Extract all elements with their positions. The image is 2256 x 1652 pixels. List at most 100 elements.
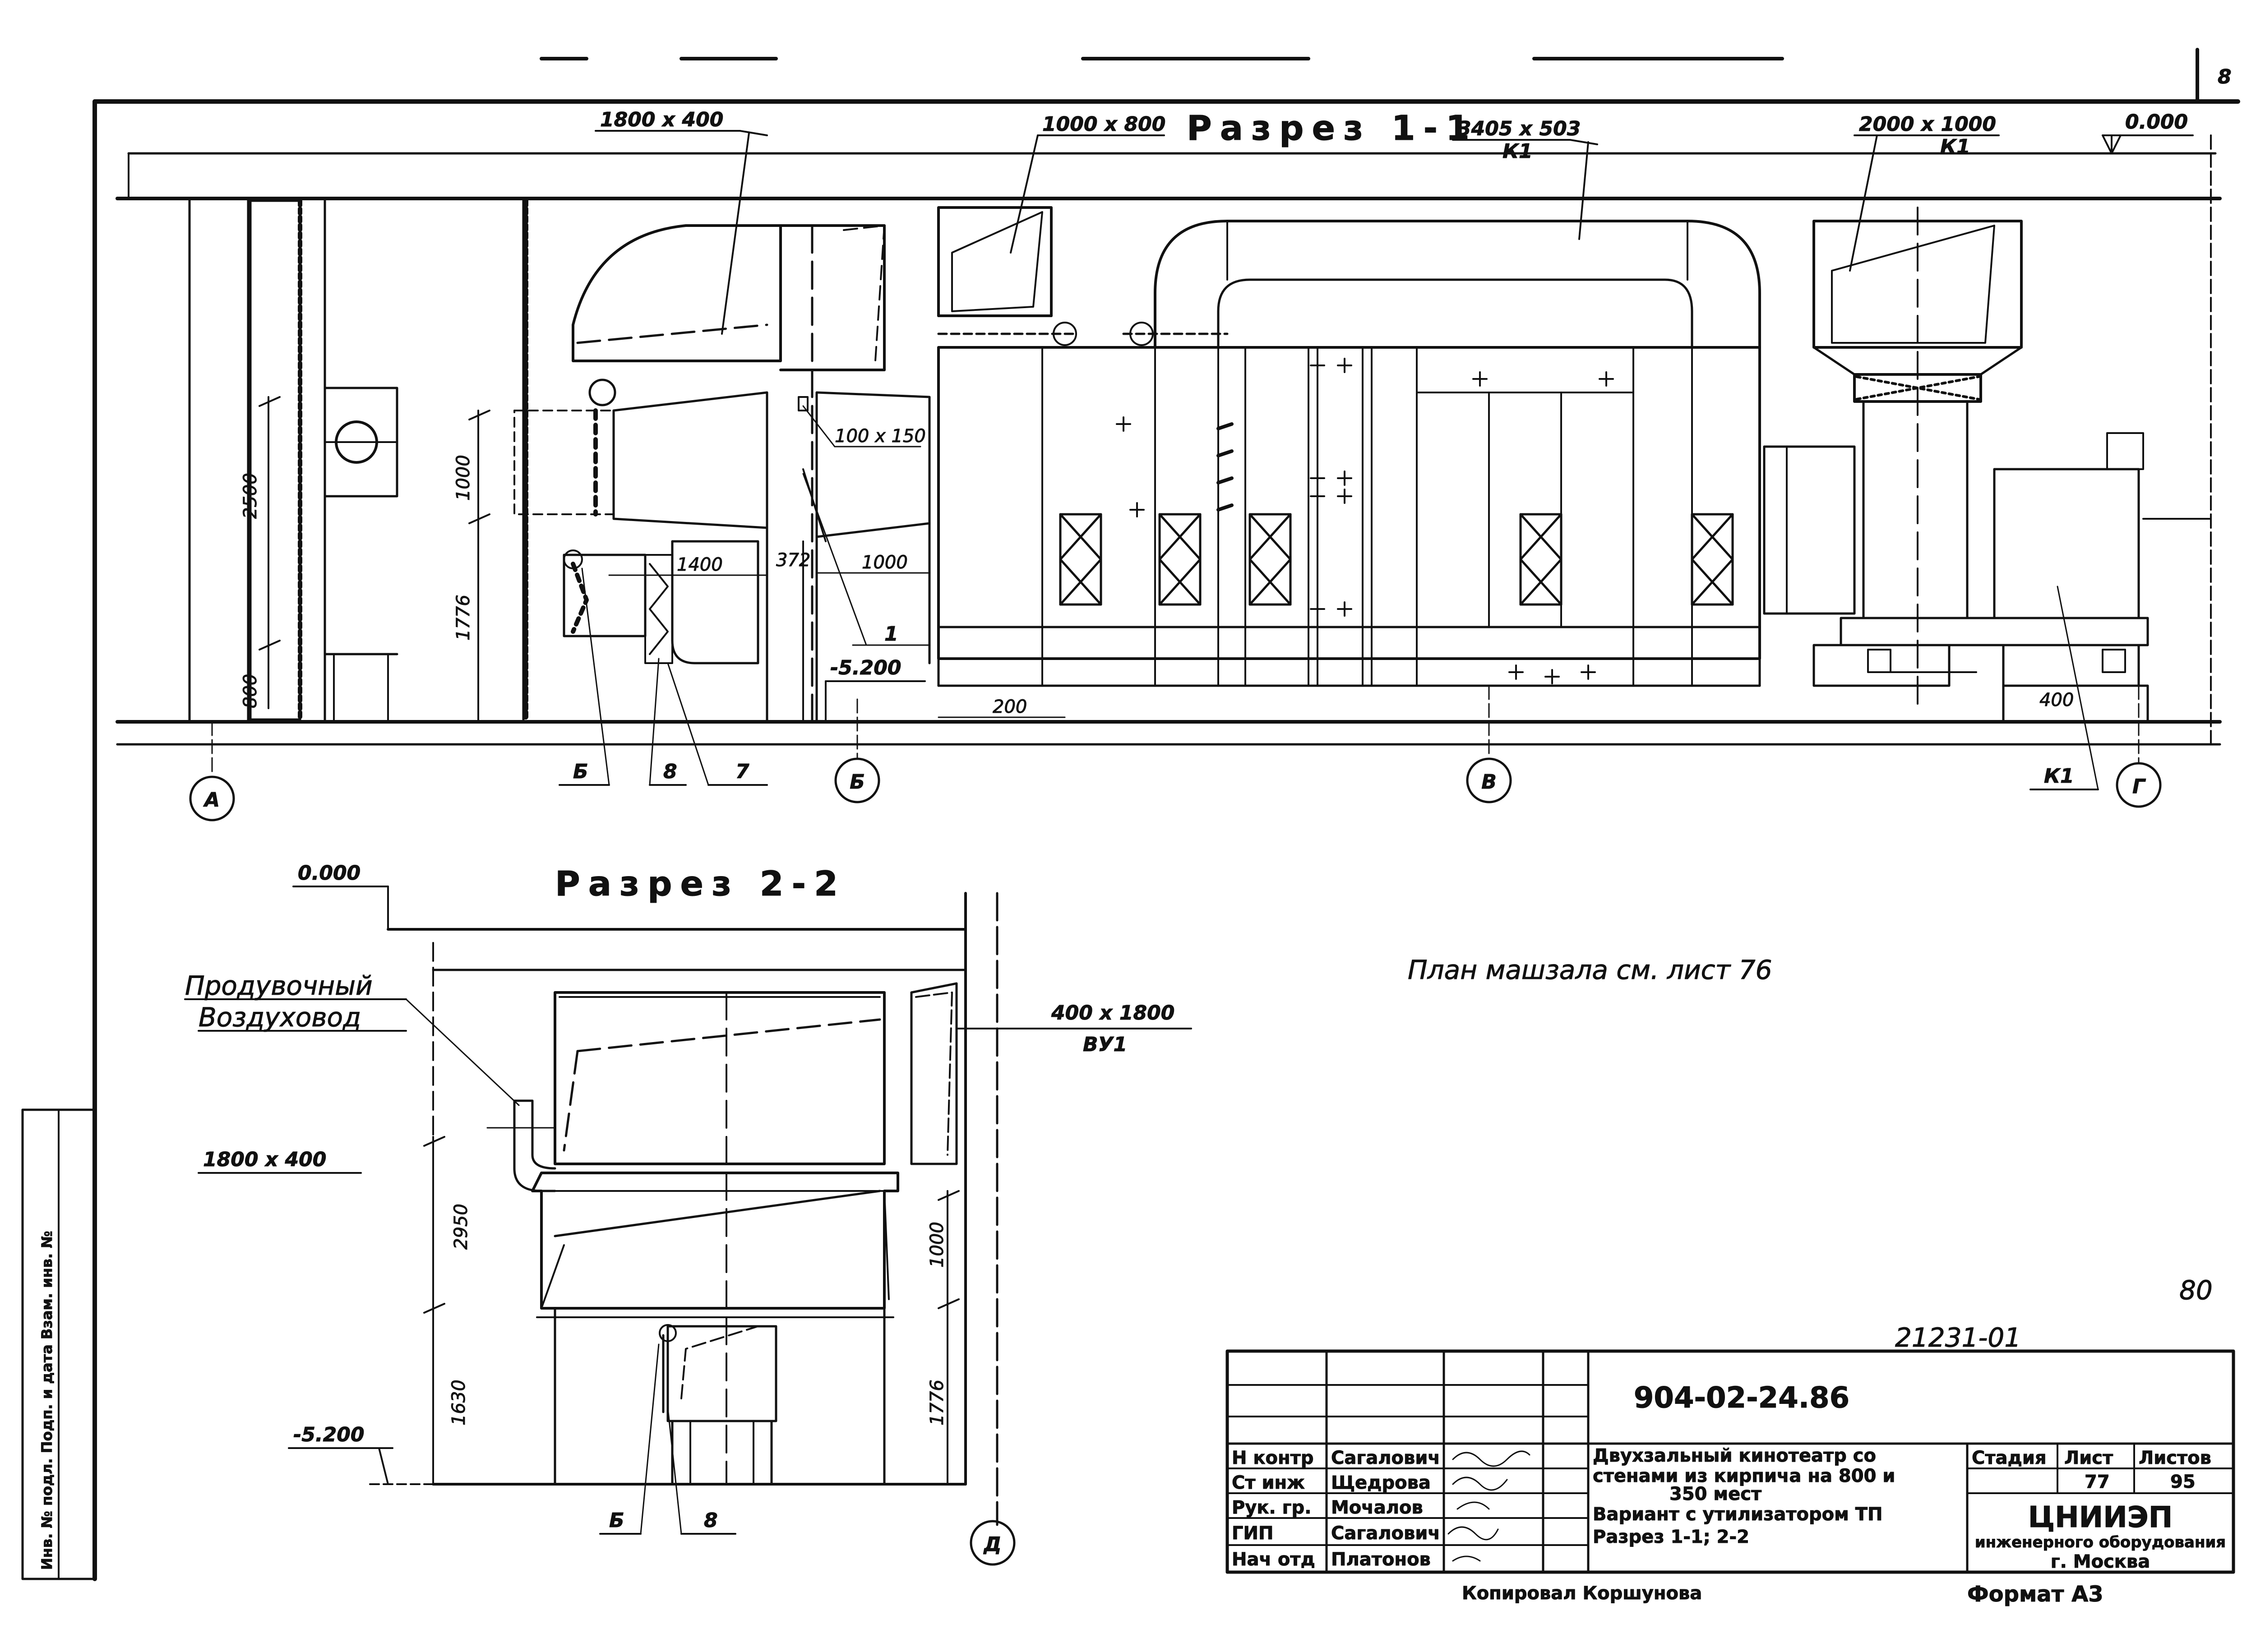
section-1-1-title: Разрез 1-1 <box>1187 108 1478 148</box>
signature-5 <box>1452 1555 1481 1562</box>
level-marker-top: 0.000 <box>2102 111 2194 154</box>
description-line-3: 350 мест <box>1669 1484 1762 1504</box>
sheets-value: 95 <box>2170 1472 2196 1492</box>
stage-label: Стадия <box>1972 1448 2047 1468</box>
axis-markers: А Б В Г <box>189 685 2162 821</box>
dim-1776: 1776 <box>453 595 474 641</box>
axis-v-label: В <box>1481 771 1497 794</box>
org-subtitle: инженерного оборудования <box>1975 1533 2226 1551</box>
callout-items-6-8-7: Б 8 7 <box>559 568 768 786</box>
axis-g-label: Г <box>2132 775 2146 798</box>
format-label: Формат А3 <box>1967 1582 2103 1607</box>
item-6-2-2-label: Б <box>609 1509 624 1532</box>
copied-by: Копировал Коршунова <box>1462 1583 1702 1604</box>
axis-bubble-a <box>189 775 235 821</box>
item-6-label: Б <box>573 760 588 783</box>
description-line-4: Вариант с утилизатором ТП <box>1593 1504 1883 1525</box>
name-row-5: Платонов <box>1331 1549 1431 1570</box>
left-dimensions: 2500 800 <box>240 396 281 709</box>
signature-rows: Н контр Сагалович Ст инж Щедрова Рук. гр… <box>1232 1448 1530 1570</box>
signature-4 <box>1447 1526 1499 1541</box>
description-line-5: Разрез 1-1; 2-2 <box>1593 1527 1749 1547</box>
axis-marker-2-2: Д <box>970 1520 1016 1566</box>
callout-1000x800-label: 1000 x 800 <box>1042 113 1165 136</box>
role-row-5: Нач отд <box>1232 1549 1315 1570</box>
duct-400x1800-sub: ВУ1 <box>1083 1033 1127 1056</box>
valve-circle-icon <box>588 378 616 406</box>
role-row-1: Н контр <box>1232 1448 1313 1468</box>
dim-1630: 1630 <box>448 1380 469 1426</box>
level-2-2-bottom-label: -5.200 <box>293 1423 364 1446</box>
duct-1800x400-2-2-label: 1800 x 400 <box>203 1148 326 1171</box>
item-1-label: 1 <box>884 623 898 646</box>
name-row-2: Щедрова <box>1331 1472 1431 1493</box>
duct-400x1800-label: 400 x 1800 <box>1051 1001 1174 1024</box>
callout-3405x503-sub: К1 <box>1502 140 1533 163</box>
callout-2-2-items: Б 8 <box>599 1343 736 1535</box>
level-marker-bottom: -5.200 <box>825 656 926 723</box>
axis-b-label: Б <box>850 771 865 794</box>
sheet-value: 77 <box>2085 1472 2110 1492</box>
drawing-code: 21231-01 <box>1895 1322 2021 1353</box>
section-2-2-dimensions: 2950 1630 1000 1776 <box>423 1136 960 1485</box>
dim-800: 800 <box>240 674 261 708</box>
dim-200-group: 200 <box>938 697 1066 718</box>
callout-k1-bottom: К1 <box>2029 586 2099 790</box>
level-2-2-top-label: 0.000 <box>298 862 361 885</box>
description-line-1: Двухзальный кинотеатр со <box>1593 1445 1876 1466</box>
level-bottom-label: -5.200 <box>830 656 901 679</box>
callout-duct-1800x400: 1800 x 400 <box>595 108 768 335</box>
callout-duct-1000x800: 1000 x 800 <box>1010 113 1166 254</box>
air-handling-unit <box>937 206 1761 687</box>
callout-2000x1000-label: 2000 x 1000 <box>1859 113 1996 136</box>
section-1-1: Разрез 1-1 0.000 <box>116 108 2222 821</box>
signature-2 <box>1452 1477 1508 1491</box>
callout-item-1: 1 <box>802 473 930 646</box>
title-block: 21231-01 904-02-24.86 Н контр Сагалович … <box>1225 1322 2235 1607</box>
org-name: ЦНИИЭП <box>2028 1501 2173 1534</box>
lower-duct <box>531 1172 899 1486</box>
role-row-4: ГИП <box>1232 1523 1273 1544</box>
item-8-label: 8 <box>663 760 677 783</box>
dim-1000-left: 1000 <box>453 455 474 501</box>
level-marker-2-2-top: 0.000 <box>292 862 389 930</box>
dim-1000-2-2: 1000 <box>927 1222 948 1268</box>
left-rooms <box>188 197 528 723</box>
callout-duct-2000x1000: 2000 x 1000 К1 <box>1849 113 2000 272</box>
blow-duct: Продувочный Воздуховод <box>184 970 556 1192</box>
level-marker-2-2-bottom: -5.200 <box>288 1423 434 1485</box>
role-row-3: Рук. гр. <box>1232 1497 1311 1518</box>
dim-372: 372 <box>776 550 810 571</box>
callout-100x150-label: 100 x 150 <box>835 426 926 447</box>
description: Двухзальный кинотеатр со стенами из кирп… <box>1593 1445 1895 1548</box>
axis-bubble-b <box>834 757 880 803</box>
name-row-4: Сагалович <box>1331 1523 1440 1544</box>
fan-unit: 400 <box>1763 207 2212 723</box>
sheet-label: Лист <box>2064 1448 2113 1468</box>
k1-bottom-label: К1 <box>2044 765 2074 788</box>
dim-1000-mid: 1000 <box>862 552 908 573</box>
overhead-duct-3405x503: 3405 x 503 К1 <box>1122 117 1761 349</box>
dim-2500: 2500 <box>240 473 261 519</box>
blow-duct-label-1: Продувочный <box>185 970 373 1001</box>
signature-1 <box>1452 1450 1530 1467</box>
section-2-2: Разрез 2-2 0.000 Продувочный <box>184 862 1192 1566</box>
callout-3405x503-label: 3405 x 503 <box>1457 117 1581 140</box>
side-stamp: Инв. № подл. Подп. и дата Взам. инв. № <box>21 1108 96 1580</box>
signature-3 <box>1456 1501 1490 1510</box>
small-fan <box>659 1324 777 1486</box>
name-row-1: Сагалович <box>1331 1448 1440 1468</box>
dim-400: 400 <box>2039 690 2074 711</box>
axis-a-label: А <box>203 789 220 812</box>
callout-2-2-ducts: 1800 x 400 400 x 1800 ВУ1 <box>198 1001 1192 1174</box>
sheets-label: Листов <box>2139 1448 2211 1468</box>
callout-2000x1000-sub: К1 <box>1940 135 1970 158</box>
project-code: 904-02-24.86 <box>1634 1381 1849 1415</box>
level-top-label: 0.000 <box>2125 111 2188 134</box>
item-7-label: 7 <box>735 760 749 783</box>
org-city: г. Москва <box>2051 1551 2150 1572</box>
mid-dimensions: 1000 1776 1400 372 1000 <box>453 410 930 723</box>
side-stamp-text: Инв. № подл. Подп. и дата Взам. инв. № <box>38 1231 55 1570</box>
axis-bubble-g <box>2116 762 2162 808</box>
callout-1800x400-label: 1800 x 400 <box>600 108 723 131</box>
